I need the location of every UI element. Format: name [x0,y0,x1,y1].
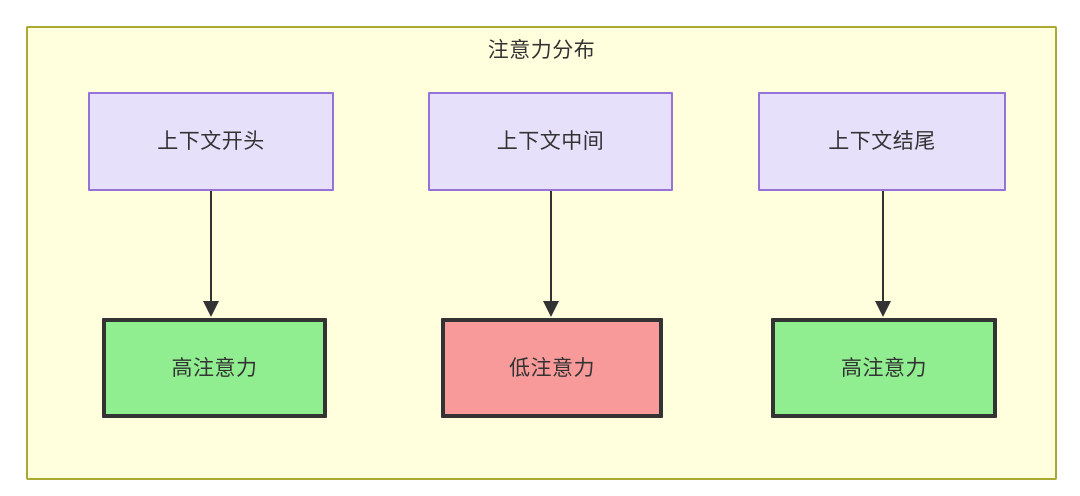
node-context-end[interactable]: 上下文结尾 [758,92,1006,191]
node-high-attention-start[interactable]: 高注意力 [102,318,327,418]
node-high-attention-end[interactable]: 高注意力 [771,318,997,418]
node-label: 上下文开头 [157,130,265,153]
node-context-start[interactable]: 上下文开头 [88,92,334,191]
node-label: 高注意力 [841,356,927,380]
node-context-middle[interactable]: 上下文中间 [428,92,673,191]
node-label: 上下文结尾 [828,130,936,153]
node-label: 上下文中间 [496,130,605,153]
subgraph-title: 注意力分布 [487,39,596,62]
node-low-attention-middle[interactable]: 低注意力 [441,318,663,418]
node-label: 高注意力 [171,356,258,380]
node-label: 低注意力 [509,356,595,380]
